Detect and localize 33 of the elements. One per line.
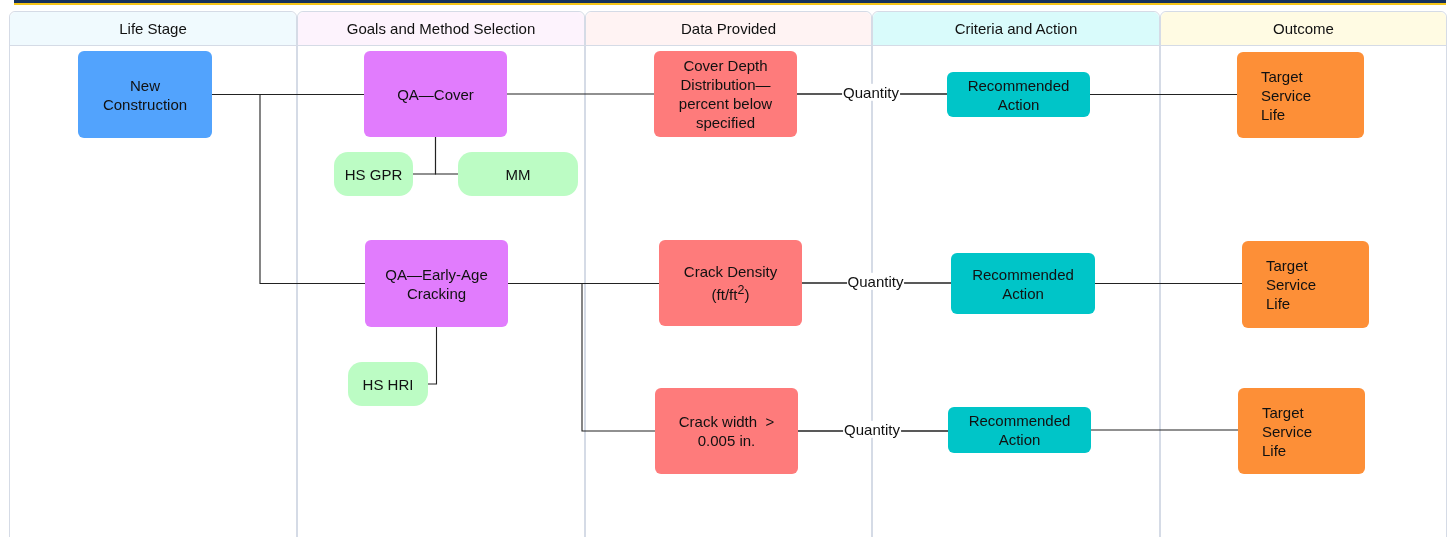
process-box: MM (458, 152, 578, 196)
process-box: Recommended Action (947, 72, 1090, 117)
lane-header: Life Stage (10, 12, 296, 46)
process-box: HS GPR (334, 152, 413, 196)
process-box: Target Service Life (1237, 52, 1364, 138)
swimlane (1160, 11, 1447, 537)
swimlane (297, 11, 585, 537)
process-box: Crack width > 0.005 in. (655, 388, 798, 474)
process-box: New Construction (78, 51, 212, 138)
edge-label: Quantity (842, 83, 900, 101)
process-box: Target Service Life (1242, 241, 1369, 328)
connector-line (1089, 93, 1238, 96)
process-box: Target Service Life (1238, 388, 1365, 474)
process-box: Cover Depth Distribution—percent below specified (654, 51, 797, 137)
edge-label: Quantity (846, 272, 905, 290)
connector-line (427, 326, 438, 385)
lane-header: Data Provided (586, 12, 871, 46)
swimlane (9, 11, 297, 537)
lane-header: Outcome (1161, 12, 1446, 46)
lane-header: Goals and Method Selection (298, 12, 584, 46)
connector-line (1094, 282, 1243, 285)
process-box: Recommended Action (951, 253, 1095, 314)
connector-line (1090, 429, 1239, 431)
connector-line (434, 136, 459, 175)
process-box: QA—Early-Age Cracking (365, 240, 508, 327)
connector-line (507, 282, 656, 432)
connector-line (506, 93, 655, 95)
lane-header: Criteria and Action (873, 12, 1159, 46)
process-box: HS HRI (348, 362, 428, 406)
edge-label: Quantity (843, 420, 901, 438)
process-box: Crack Density (ft/ft$^{2}$) (659, 240, 802, 326)
process-box: QA—Cover (364, 51, 507, 137)
process-box: Recommended Action (948, 407, 1091, 453)
